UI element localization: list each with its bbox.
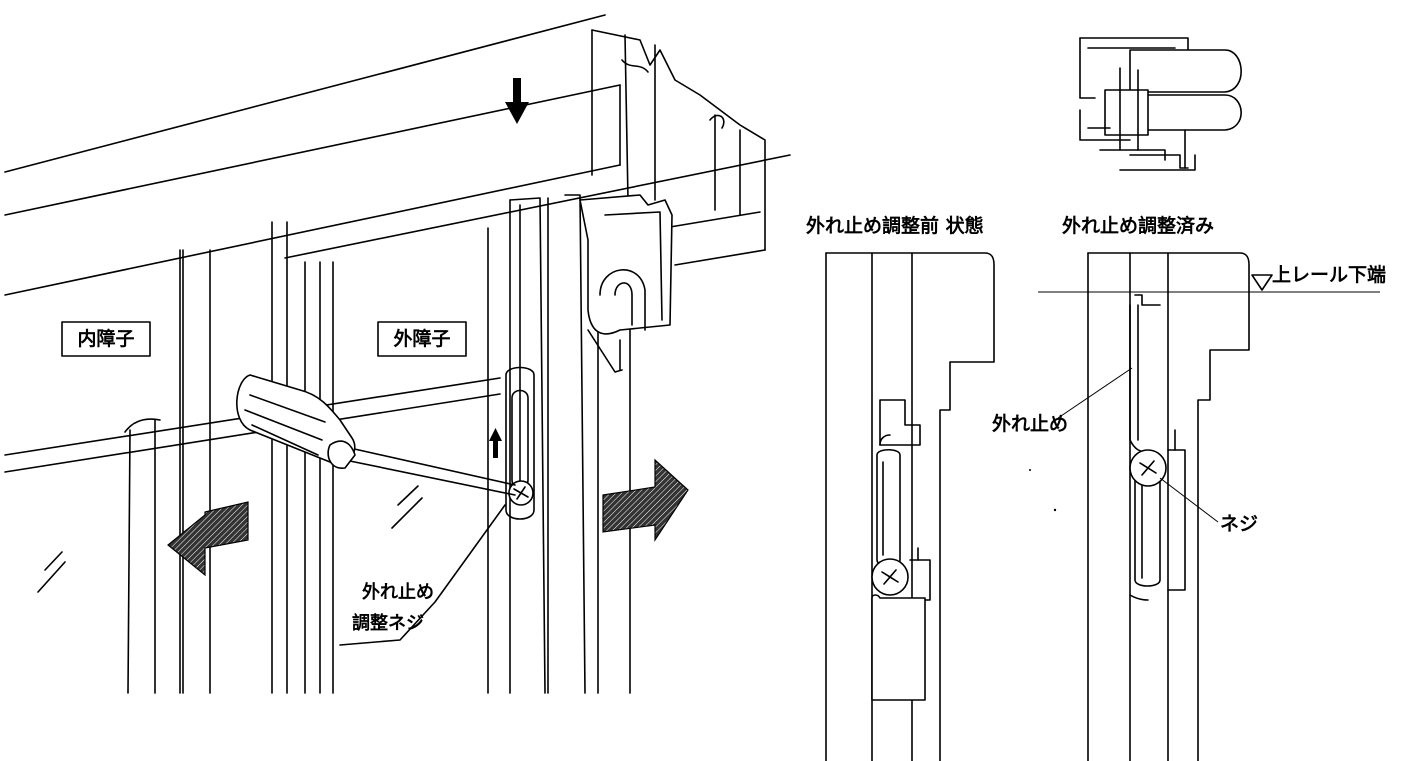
inner-sash [4,249,501,694]
outer-sash-text: 外障子 [393,327,450,350]
down-arrow [505,78,529,124]
state-before-heading: 外れ止め調整前 状態 [806,214,984,237]
cross-section-view [1079,37,1242,171]
perspective-view: 内障子 外障子 外れ止め 調整ネジ [4,14,791,694]
stopper-label: 外れ止め [992,412,1068,435]
stopper-screw-label-1: 外れ止め [362,581,434,603]
before-adjust-view [825,252,995,761]
hanger-bracket [579,194,673,373]
upper-rail-bottom-label: 上レール下端 [1272,263,1386,286]
after-adjust-view: 上レール下端 外れ止め ネジ [992,252,1386,761]
outer-sash [271,194,631,694]
screw-label: ネジ [1220,513,1258,535]
state-after-heading: 外れ止め調整済み [1062,214,1214,237]
outer-sash-label: 外障子 [377,321,467,357]
left-hatched-arrow [167,501,249,577]
right-hatched-arrow [602,458,689,542]
upper-frame [4,14,791,296]
inner-sash-text: 内障子 [77,327,134,350]
screwdriver-icon [236,374,516,496]
inner-sash-label: 内障子 [61,321,151,357]
stopper-screw-label-2: 調整ネジ [352,612,424,634]
